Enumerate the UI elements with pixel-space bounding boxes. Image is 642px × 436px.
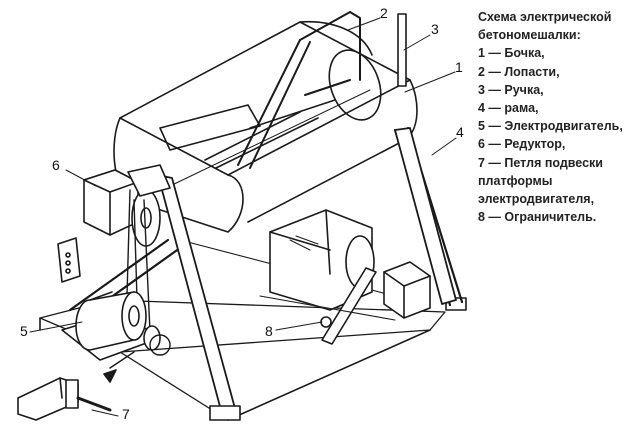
- concrete-mixer-drawing: 1 2 3 4 5 6 7 8: [17, 5, 467, 422]
- callout-1: 1: [455, 59, 463, 75]
- callout-5: 5: [20, 323, 28, 339]
- legend-title-line-1: Схема электрической: [478, 10, 612, 24]
- legend-item-7-line-3: электродвигателя,: [478, 192, 595, 207]
- callout-7: 7: [122, 406, 130, 422]
- callout-3: 3: [431, 21, 439, 37]
- callout-8: 8: [265, 323, 273, 339]
- frame-front-legs: [157, 127, 457, 421]
- legend-item-7-line-1: 7 — Петля подвески: [478, 155, 603, 170]
- legend-item-2: 2 — Лопасти,: [478, 64, 560, 79]
- drum-opening: [159, 99, 336, 169]
- legend-item-1: 1 — Бочка,: [478, 46, 545, 61]
- legend-item-7-line-2: платформы: [478, 173, 553, 188]
- leader-lines: [29, 17, 457, 417]
- blades: [237, 11, 361, 169]
- callout-2: 2: [380, 5, 388, 21]
- drum-body: [113, 20, 418, 233]
- control-box: [57, 237, 81, 283]
- legend-item-6: 6 — Редуктор,: [478, 137, 566, 152]
- legend-panel: Схема электрической бетономешалки: 1 — Б…: [478, 8, 642, 226]
- legend-item-5: 5 — Электродвигатель,: [478, 119, 623, 134]
- gearbox: [83, 164, 171, 247]
- legend-item-3: 3 — Ручка,: [478, 82, 544, 97]
- legend-title-line-2: бетономешалки:: [478, 28, 581, 43]
- callout-6: 6: [52, 157, 60, 173]
- callout-labels: 1 2 3 4 5 6 7 8: [20, 5, 464, 422]
- electric-motor: [61, 291, 161, 361]
- handle: [397, 13, 407, 87]
- limiter: [259, 267, 396, 345]
- rear-motor: [269, 209, 431, 319]
- legend-item-8: 8 — Ограничитель.: [478, 210, 597, 225]
- callout-4: 4: [456, 124, 464, 140]
- suspension-loop-detail: [17, 334, 171, 421]
- legend-item-4: 4 — рама,: [478, 101, 539, 116]
